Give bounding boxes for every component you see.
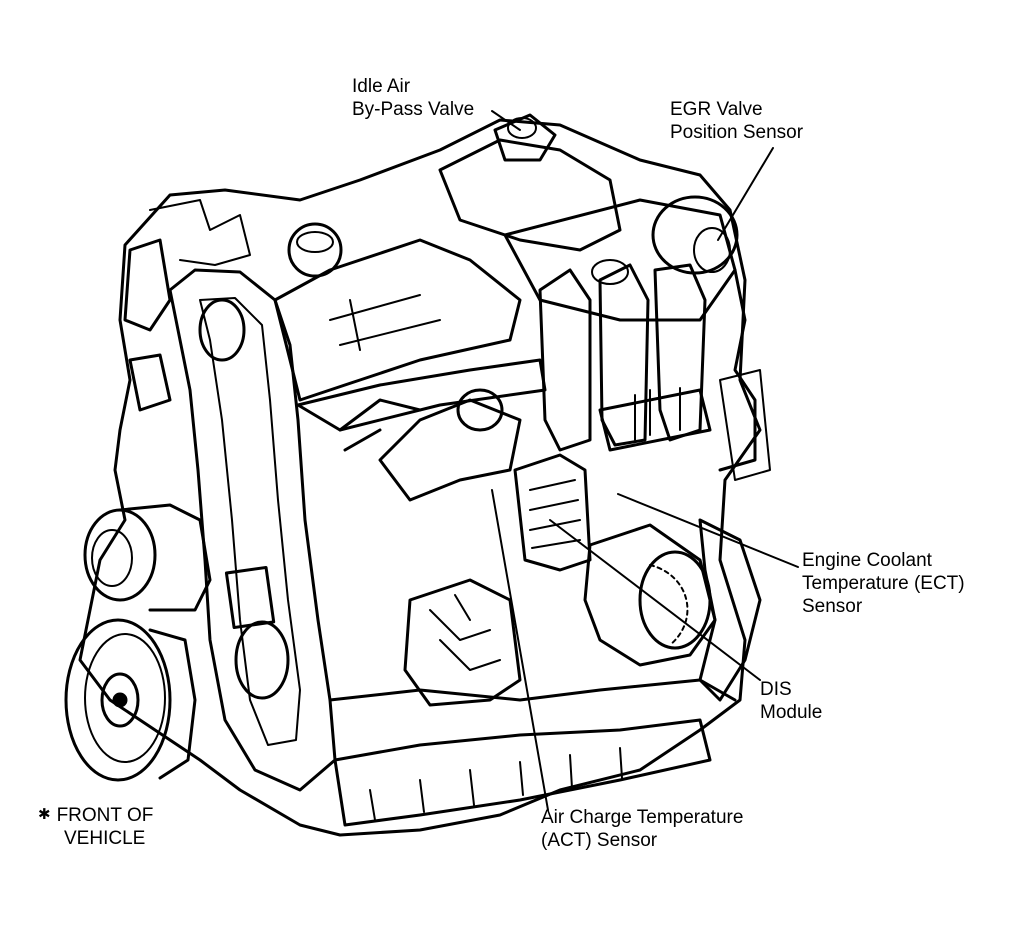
- pump-body: [118, 503, 212, 612]
- egr-valve-sensor: [693, 227, 731, 273]
- label-ect-line1: Engine Coolant: [802, 550, 932, 571]
- label-idle-air-line1: Idle Air: [352, 76, 411, 97]
- label-egr-valve-position-sensor: EGR Valve Position Sensor: [670, 98, 803, 144]
- dis-module: [513, 453, 592, 572]
- dis-module-fins: [529, 479, 581, 549]
- intake-plenum: [503, 198, 737, 322]
- valve-cover: [273, 238, 522, 402]
- egr-valve: [651, 195, 739, 275]
- label-dis-line1: DIS: [760, 679, 792, 700]
- bypass-valve-end: [507, 117, 537, 139]
- engine-block-lower: [328, 678, 737, 702]
- crank-pulley-hub: [100, 672, 140, 728]
- oil-filler-top: [296, 231, 334, 253]
- label-idle-air-bypass-valve: Idle Air By-Pass Valve: [352, 75, 474, 121]
- upper-left-hardware: [149, 199, 251, 266]
- leader-idle-air: [491, 110, 521, 131]
- label-egr-line2: Position Sensor: [670, 122, 804, 143]
- starter-motor: [403, 578, 522, 707]
- pulley-rim: [148, 628, 197, 780]
- intake-runner-1: [538, 268, 592, 452]
- label-front-line1: FRONT OF: [56, 805, 154, 826]
- label-dis-module: DIS Module: [760, 678, 822, 724]
- timing-cover-inner: [199, 297, 301, 746]
- label-front-of-vehicle: ✱ FRONT OF VEHICLE: [38, 803, 153, 850]
- leader-dis: [549, 519, 761, 681]
- leader-act: [491, 489, 549, 811]
- intake-runner-3: [653, 263, 707, 442]
- right-bracket: [719, 369, 771, 481]
- label-engine-coolant-temperature-sensor: Engine Coolant Temperature (ECT) Sensor: [802, 549, 965, 618]
- oil-filter: [583, 523, 717, 667]
- spark-plug-wires: [429, 594, 501, 671]
- coolant-outlet: [128, 353, 172, 412]
- front-marker-icon: ✱: [38, 806, 51, 823]
- intake-runner-2: [598, 263, 650, 447]
- upper-hose: [378, 398, 522, 502]
- label-front-line2: VEHICLE: [64, 828, 146, 849]
- left-bracket: [123, 238, 172, 332]
- oil-filter-pattern: [649, 564, 689, 646]
- label-idle-air-line2: By-Pass Valve: [352, 99, 475, 120]
- cam-sprocket-cover: [198, 298, 246, 362]
- cover-plate: [224, 565, 276, 630]
- heater-hose: [338, 398, 422, 452]
- fuel-rail: [598, 388, 712, 452]
- label-dis-line2: Module: [760, 702, 823, 723]
- label-ect-line2: Temperature (ECT): [802, 573, 965, 594]
- bell-housing: [698, 518, 762, 702]
- thermostat-housing: [456, 388, 504, 432]
- leader-egr: [717, 147, 774, 241]
- pulley-bolt: [112, 692, 128, 708]
- label-act-line1: Air Charge Temperature: [541, 807, 744, 828]
- throttle-body: [438, 138, 622, 252]
- label-ect-line3: Sensor: [802, 596, 863, 617]
- runner-port: [591, 259, 629, 285]
- label-act-line2: (ACT) Sensor: [541, 830, 658, 851]
- oil-pan-ribs: [369, 747, 623, 821]
- valve-cover-ribs: [329, 294, 441, 351]
- front-pump: [83, 508, 157, 602]
- injector-1: [634, 387, 681, 441]
- crank-pulley: [64, 618, 172, 782]
- oil-filler-cap: [287, 222, 343, 278]
- label-egr-line1: EGR Valve: [670, 99, 763, 120]
- front-pump-face: [91, 529, 133, 587]
- leader-ect: [617, 493, 799, 568]
- label-air-charge-temperature-sensor: Air Charge Temperature (ACT) Sensor: [541, 806, 743, 852]
- egr-tube: [718, 268, 757, 472]
- crank-pulley-groove: [84, 633, 166, 763]
- engine-outline: [78, 118, 762, 837]
- oil-pan: [333, 718, 712, 827]
- crank-sprocket-cover: [234, 620, 290, 700]
